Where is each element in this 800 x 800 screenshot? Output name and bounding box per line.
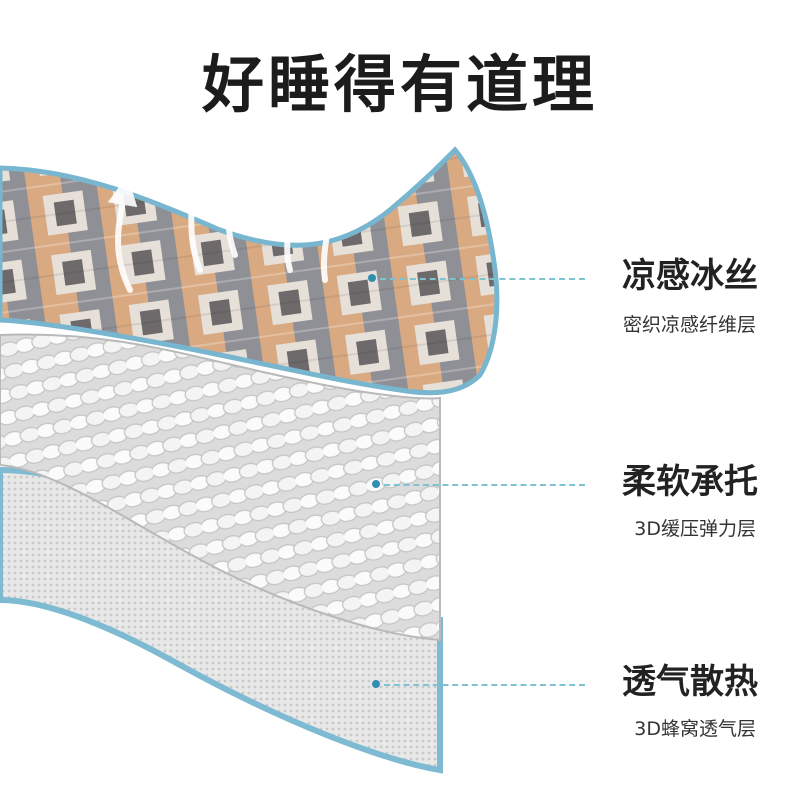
knit-layer [0, 333, 441, 642]
callout-dot-air [372, 680, 380, 688]
feature-desc-cool: 密织凉感纤维层 [622, 314, 756, 336]
callout-dot-soft [372, 480, 380, 488]
callout-leader-air [384, 684, 585, 686]
callout-dot-cool [368, 274, 376, 282]
feature-title-air: 透气散热 [622, 662, 758, 702]
headline: 好睡得有道理 [201, 48, 598, 121]
feature-title-cool: 凉感冰丝 [622, 256, 758, 296]
callout-leader-cool [380, 278, 585, 280]
feature-desc-soft: 3D缓压弹力层 [634, 518, 756, 540]
feature-desc-air: 3D蜂窝透气层 [634, 718, 756, 740]
airflow-arrow-icon [107, 145, 349, 293]
callout-leader-soft [384, 484, 585, 486]
feature-title-soft: 柔软承托 [622, 462, 758, 502]
